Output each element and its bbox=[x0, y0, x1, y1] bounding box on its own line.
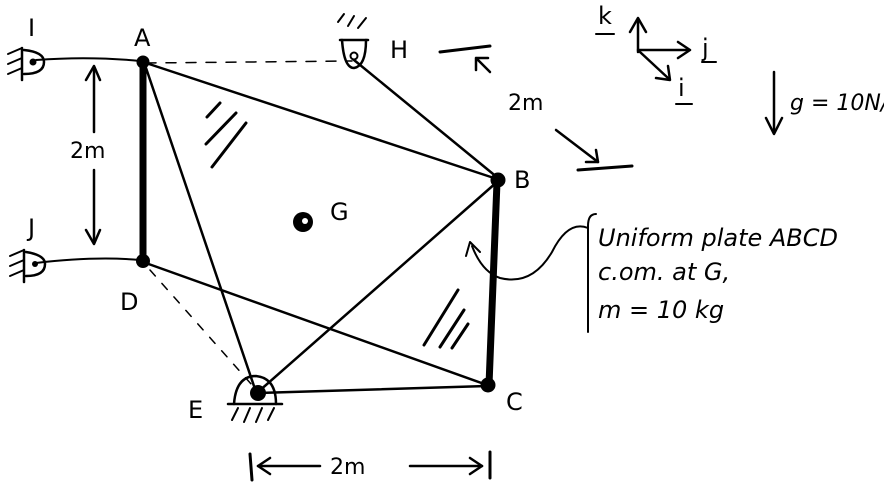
note-line-1: Uniform plate ABCD bbox=[598, 224, 838, 252]
note-line-3: m = 10 kg bbox=[598, 296, 724, 324]
label-e: E bbox=[188, 396, 203, 424]
strut-e-b bbox=[256, 180, 499, 394]
dimension-ec: 2m bbox=[248, 450, 492, 482]
note-line-2: c.om. at G, bbox=[598, 258, 730, 286]
label-b: B bbox=[514, 166, 530, 194]
label-i: I bbox=[28, 14, 35, 42]
gravity-label: g = 10N/k bbox=[790, 91, 884, 116]
label-j: J bbox=[26, 214, 35, 242]
cable-h-b bbox=[352, 58, 500, 180]
cable-i-a bbox=[35, 57, 141, 62]
support-i bbox=[7, 46, 46, 82]
dimension-hb: 2m bbox=[438, 44, 634, 172]
dashed-line-d-e bbox=[149, 269, 253, 386]
plate-edge-bc bbox=[485, 178, 501, 389]
plate-note: Uniform plate ABCD c.om. at G, m = 10 kg bbox=[465, 213, 838, 333]
dimension-ij: 2m bbox=[70, 64, 105, 246]
support-h bbox=[337, 13, 370, 70]
joint-d bbox=[136, 254, 150, 268]
axis-i-label: i bbox=[678, 74, 685, 102]
label-c: C bbox=[506, 388, 523, 416]
label-d: D bbox=[120, 288, 138, 316]
support-j bbox=[9, 248, 47, 284]
axes-triad: k j i bbox=[595, 2, 717, 105]
axis-k-label: k bbox=[598, 2, 612, 30]
label-g: G bbox=[330, 198, 349, 226]
strut-e-c bbox=[256, 384, 489, 395]
plate-abcd bbox=[139, 58, 502, 389]
cable-j-d bbox=[35, 257, 141, 264]
joint-e bbox=[250, 385, 266, 401]
plate-edge-cd bbox=[141, 260, 489, 387]
support-e bbox=[226, 374, 284, 423]
plate-edge-ab bbox=[141, 60, 502, 182]
plate-hatching-lower bbox=[422, 288, 470, 350]
dimension-ec-label: 2m bbox=[330, 455, 365, 480]
gravity-indicator: g = 10N/k bbox=[764, 70, 884, 136]
plate-hatching-upper bbox=[204, 101, 248, 169]
strut-a-e bbox=[143, 63, 258, 394]
joint-b bbox=[490, 172, 506, 188]
dashed-line-a-h bbox=[145, 60, 353, 64]
members bbox=[35, 57, 500, 395]
axis-i-arrow bbox=[638, 50, 670, 80]
dimension-ij-label: 2m bbox=[70, 139, 105, 164]
note-leader bbox=[471, 225, 589, 281]
label-a: A bbox=[134, 24, 151, 52]
dimension-hb-label: 2m bbox=[508, 91, 543, 116]
label-h: H bbox=[390, 36, 408, 64]
joint-c bbox=[480, 377, 496, 393]
joints bbox=[136, 55, 506, 401]
axis-j-label: j bbox=[701, 34, 709, 62]
joint-a bbox=[136, 55, 150, 69]
